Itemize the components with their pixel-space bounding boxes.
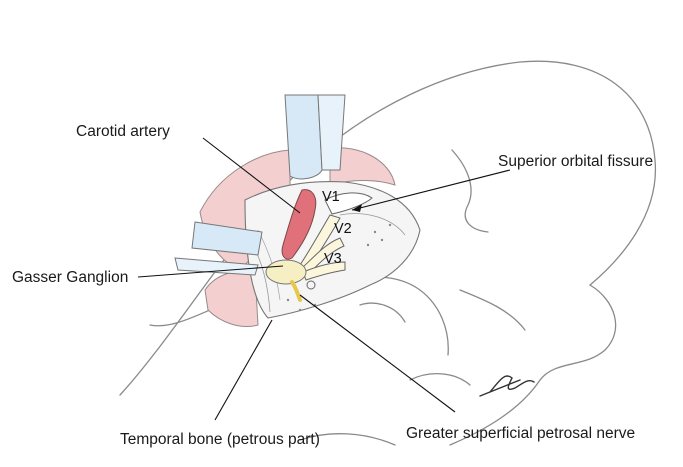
artist-signature	[479, 375, 535, 397]
petrosal-nerve-label: Greater superficial petrosal nerve	[406, 425, 636, 442]
superior-orbital-fissure-label: Superior orbital fissure	[498, 153, 654, 170]
gasser-ganglion-label: Gasser Ganglion	[12, 269, 129, 286]
petrosal-nerve-shape	[290, 280, 302, 302]
leader-line-petrosal-nerve	[299, 294, 456, 413]
gasser-ganglion-shape	[265, 259, 307, 285]
carotid-artery-shape	[281, 189, 317, 260]
superior-orbital-fissure-shape	[324, 192, 373, 215]
leader-lines	[137, 137, 511, 421]
leader-line-carotid	[202, 137, 301, 214]
leader-line-superior-orbital-fissure	[351, 169, 511, 211]
brain-retractor	[174, 94, 346, 276]
v2-label: V2	[334, 221, 352, 237]
carotid-artery-label: Carotid artery	[76, 123, 170, 140]
v3-label: V3	[324, 251, 342, 267]
trigeminal-branches	[299, 214, 346, 281]
leader-line-temporal-bone	[214, 319, 273, 421]
leader-line-gasser-ganglion	[137, 265, 284, 278]
superior-orbital-fissure-arrowhead	[352, 204, 362, 212]
v1-label: V1	[322, 189, 340, 205]
temporal-bone-label: Temporal bone (petrous part)	[120, 431, 320, 448]
